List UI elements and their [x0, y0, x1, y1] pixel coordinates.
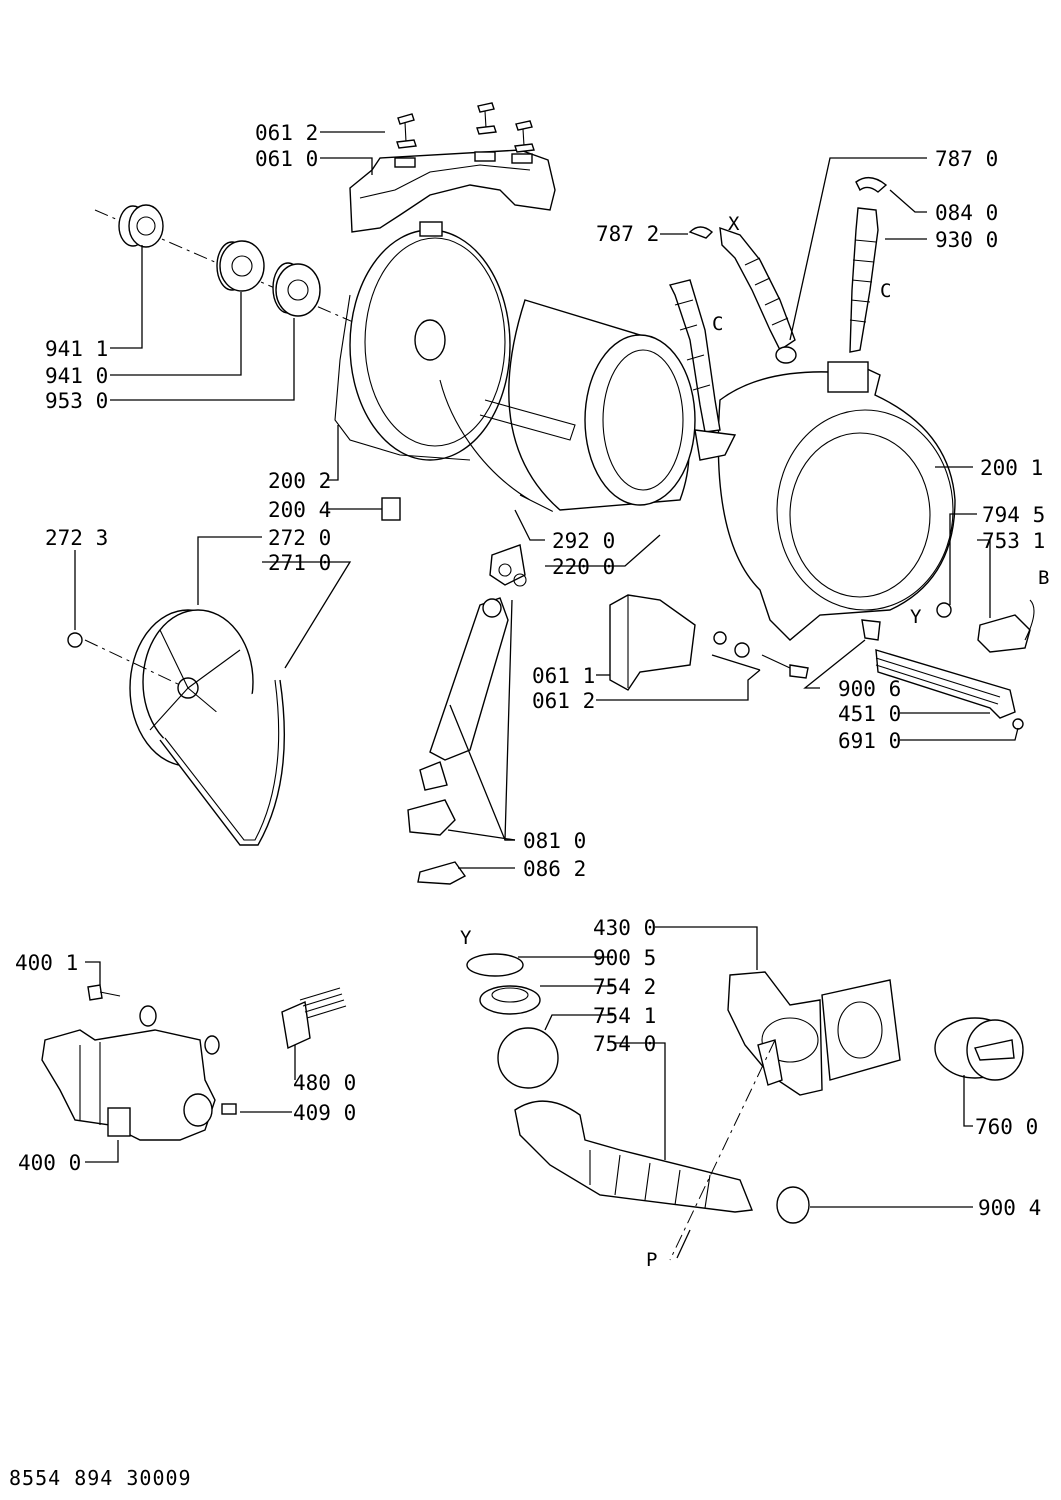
label-200-4: 200 4	[268, 498, 331, 522]
label-787-0: 787 0	[935, 147, 998, 171]
label-900-5: 900 5	[593, 946, 656, 970]
filter-part	[934, 1017, 1024, 1081]
bolt-parts	[396, 102, 535, 153]
label-200-1: 200 1	[980, 456, 1043, 480]
label-400-1: 400 1	[15, 951, 78, 975]
label-430-0: 430 0	[593, 916, 656, 940]
label-930-0: 930 0	[935, 228, 998, 252]
label-272-3: 272 3	[45, 526, 108, 550]
label-061-1: 061 1	[532, 664, 595, 688]
label-272-0: 272 0	[268, 526, 331, 550]
ref-letter-b: B	[1038, 567, 1049, 589]
label-753-1: 753 1	[982, 529, 1045, 553]
label-084-0: 084 0	[935, 201, 998, 225]
top-rail-part	[349, 149, 556, 233]
leader-lines	[74, 131, 1019, 1259]
label-691-0: 691 0	[838, 729, 901, 753]
ref-letter-c-left: C	[712, 313, 723, 335]
ref-letter-c-right: C	[880, 280, 891, 302]
ref-letter-y-seal: Y	[460, 927, 472, 949]
rear-tub-part	[334, 221, 553, 512]
label-754-0: 754 0	[593, 1032, 656, 1056]
pump-part	[727, 971, 901, 1096]
bearing-parts	[118, 204, 321, 317]
heater-thermostat-parts	[861, 599, 1035, 730]
label-760-0: 760 0	[975, 1115, 1038, 1139]
label-409-0: 409 0	[293, 1101, 356, 1125]
label-200-2: 200 2	[268, 469, 331, 493]
label-061-2-screw: 061 2	[532, 689, 595, 713]
hose-route-line	[669, 1039, 776, 1261]
sump-hose-parts	[466, 953, 810, 1224]
label-941-0: 941 0	[45, 364, 108, 388]
shock-absorber-parts	[407, 544, 527, 885]
label-220-0: 220 0	[552, 555, 615, 579]
label-754-1: 754 1	[593, 1004, 656, 1028]
label-061-2-bolt: 061 2	[255, 121, 318, 145]
counterweight-part	[609, 594, 809, 691]
motor-part	[41, 984, 237, 1141]
ref-letter-x: X	[728, 213, 740, 235]
hose-parts	[668, 177, 888, 461]
label-953-0: 953 0	[45, 389, 108, 413]
label-787-2: 787 2	[596, 222, 659, 246]
label-754-2: 754 2	[593, 975, 656, 999]
label-900-6: 900 6	[838, 677, 901, 701]
document-code: 8554 894 30009	[9, 1466, 192, 1490]
ref-letter-y-tub: Y	[910, 606, 922, 628]
label-081-0: 081 0	[523, 829, 586, 853]
label-451-0: 451 0	[838, 702, 901, 726]
label-061-0-rail: 061 0	[255, 147, 318, 171]
label-794-5: 794 5	[982, 503, 1045, 527]
clip-part	[381, 497, 401, 521]
ref-letter-p: P	[646, 1249, 657, 1271]
label-480-0: 480 0	[293, 1071, 356, 1095]
label-900-4: 900 4	[978, 1196, 1041, 1220]
label-271-0: 271 0	[268, 551, 331, 575]
label-941-1: 941 1	[45, 337, 108, 361]
label-086-2: 086 2	[523, 857, 586, 881]
front-tub-part	[717, 361, 956, 641]
connector-part	[281, 987, 347, 1050]
label-292-0: 292 0	[552, 529, 615, 553]
pulley-belt-parts	[67, 609, 286, 846]
label-400-0: 400 0	[18, 1151, 81, 1175]
drum-part	[479, 299, 696, 511]
